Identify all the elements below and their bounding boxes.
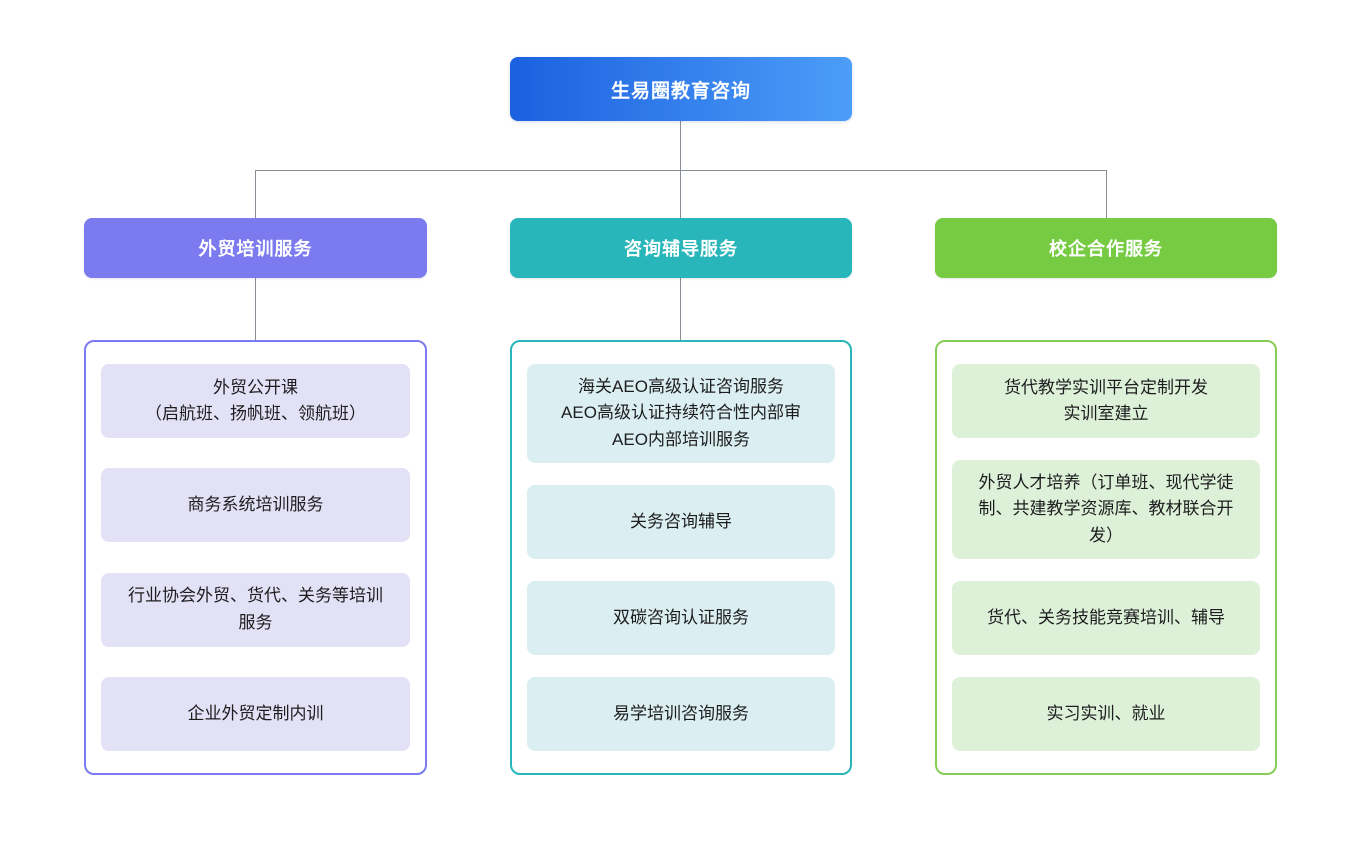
root-node: 生易圈教育咨询: [510, 57, 852, 121]
branch-header-school-enterprise: 校企合作服务: [935, 218, 1277, 278]
node-item: 外贸公开课 （启航班、扬帆班、领航班）: [101, 364, 410, 438]
branch-header-consulting: 咨询辅导服务: [510, 218, 852, 278]
node-item: 实习实训、就业: [952, 676, 1260, 751]
node-item: 货代教学实训平台定制开发 实训室建立: [952, 364, 1260, 438]
root-node-label: 生易圈教育咨询: [610, 80, 751, 102]
branch-container-school-enterprise: 货代教学实训平台定制开发 实训室建立 外贸人才培养（订单班、现代学徒制、共建教学…: [935, 340, 1277, 775]
branch-container-trade-training: 外贸公开课 （启航班、扬帆班、领航班） 商务系统培训服务 行业协会外贸、货代、关…: [84, 340, 427, 775]
node-item: 行业协会外贸、货代、关务等培训服务: [101, 572, 410, 647]
connector-middle-header-to-list: [680, 278, 681, 340]
branch-header-label: 咨询辅导服务: [624, 239, 738, 259]
branch-header-label: 校企合作服务: [1049, 239, 1163, 259]
node-item: 企业外贸定制内训: [101, 676, 410, 751]
node-item: 商务系统培训服务: [101, 468, 410, 543]
branch-header-trade-training: 外贸培训服务: [84, 218, 427, 278]
node-item: 关务咨询辅导: [527, 485, 835, 560]
node-item: 易学培训咨询服务: [527, 676, 835, 751]
node-item: 外贸人才培养（订单班、现代学徒制、共建教学资源库、教材联合开发）: [952, 459, 1260, 560]
branch-container-consulting: 海关AEO高级认证咨询服务 AEO高级认证持续符合性内部审 AEO内部培训服务 …: [510, 340, 852, 775]
node-item: 海关AEO高级认证咨询服务 AEO高级认证持续符合性内部审 AEO内部培训服务: [527, 364, 835, 464]
connector-drop-middle: [680, 170, 681, 218]
connector-drop-right: [1106, 170, 1107, 218]
connector-root-drop: [680, 121, 681, 170]
connector-drop-left: [255, 170, 256, 218]
connector-left-header-to-list: [255, 278, 256, 340]
node-item: 货代、关务技能竞赛培训、辅导: [952, 581, 1260, 655]
branch-header-label: 外贸培训服务: [198, 239, 313, 259]
node-item: 双碳咨询认证服务: [527, 581, 835, 655]
